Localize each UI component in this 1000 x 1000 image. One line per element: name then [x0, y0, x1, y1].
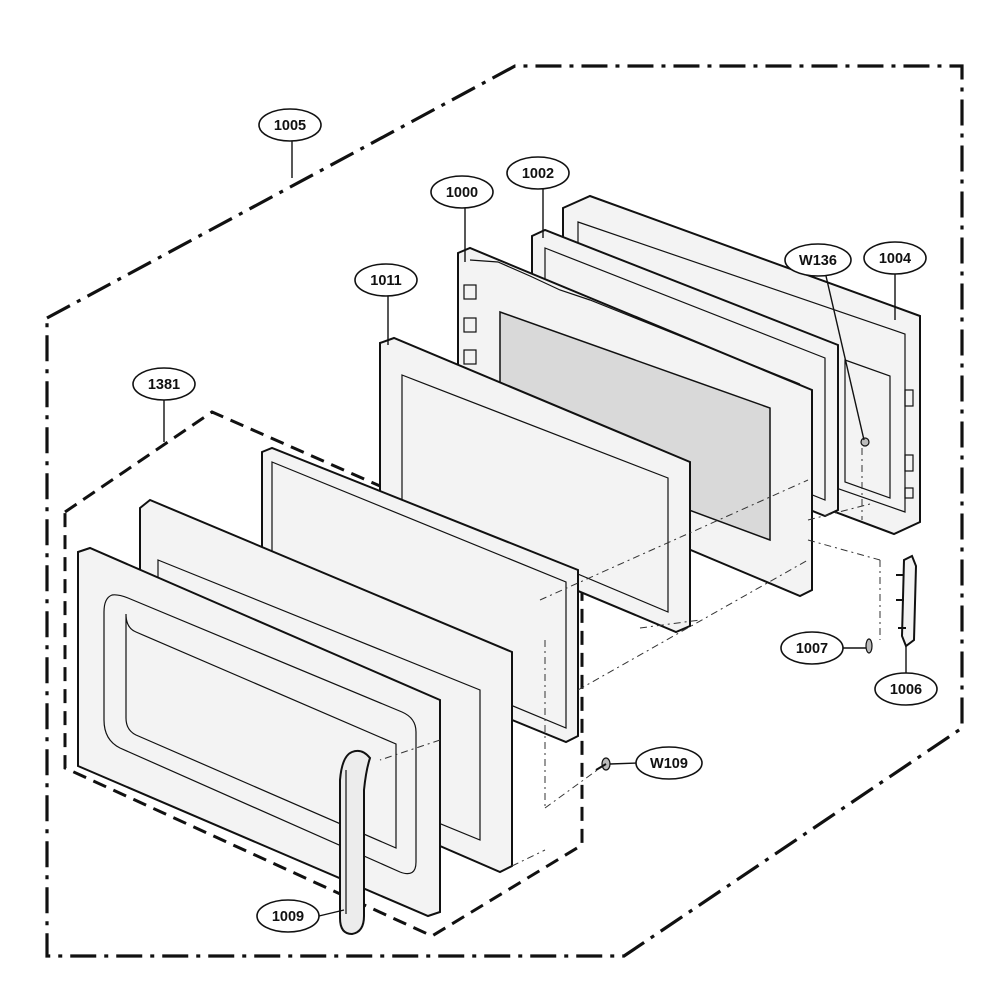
callout-1004-label: 1004 — [879, 251, 911, 267]
door-assembly-boundary — [45, 64, 964, 958]
front-group-boundary — [63, 410, 584, 938]
callout-1006: 1006 — [874, 672, 938, 706]
leader-lines — [163, 141, 907, 917]
latch-hook — [896, 554, 918, 648]
callout-1007: 1007 — [780, 631, 844, 665]
callout-1004: 1004 — [863, 241, 927, 275]
callout-1007-label: 1007 — [796, 641, 828, 657]
callout-1002: 1002 — [506, 156, 570, 190]
callout-1000-label: 1000 — [446, 185, 478, 201]
callout-1009: 1009 — [256, 899, 320, 933]
assembly-guide-lines — [379, 448, 881, 867]
callout-1005: 1005 — [258, 108, 322, 142]
callout-1002-label: 1002 — [522, 166, 554, 182]
door-handle — [339, 749, 372, 936]
callout-1006-label: 1006 — [890, 682, 922, 698]
callout-w109-label: W109 — [650, 756, 688, 772]
callout-1000: 1000 — [430, 175, 494, 209]
callout-1011: 1011 — [354, 263, 418, 297]
spring-1007 — [865, 638, 873, 654]
callout-w136: W136 — [784, 243, 852, 277]
callout-1009-label: 1009 — [272, 909, 304, 925]
callout-1381: 1381 — [132, 367, 196, 401]
callout-1011-label: 1011 — [370, 273, 401, 289]
callout-1381-label: 1381 — [148, 377, 180, 393]
callout-w136-label: W136 — [799, 253, 837, 269]
callout-w109: W109 — [635, 746, 703, 780]
screw-w136 — [860, 437, 870, 447]
callout-1005-label: 1005 — [274, 118, 306, 134]
screw-w109 — [595, 757, 611, 771]
